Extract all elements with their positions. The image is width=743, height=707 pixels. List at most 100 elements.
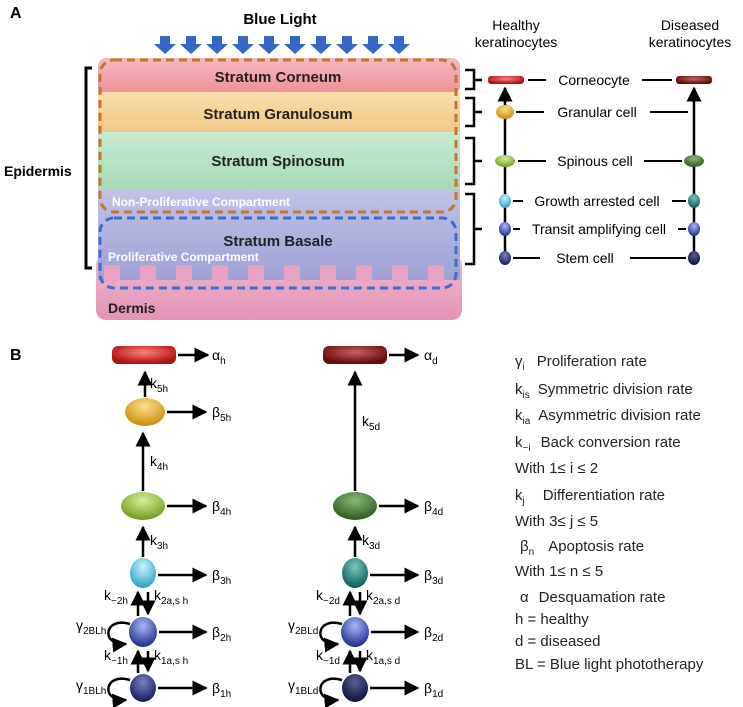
svg-text:k−2h: k−2h [104, 587, 128, 607]
growth-arrested-diseased-node [342, 558, 368, 588]
svg-text:k5h: k5h [150, 375, 168, 395]
healthy-header-line2: keratinocytes [475, 34, 557, 50]
stratum-corneum-label: Stratum Corneum [215, 69, 342, 86]
svg-text:k3h: k3h [150, 532, 168, 552]
svg-text:β1h: β1h [212, 680, 231, 700]
diseased-header-line2: keratinocytes [649, 34, 731, 50]
transit-amplifying-diseased-node [341, 617, 369, 647]
spinous-cell-label: Spinous cell [557, 153, 633, 169]
non-proliferative-label: Non-Proliferative Compartment [112, 195, 290, 209]
dermis-label: Dermis [108, 300, 156, 316]
stem-healthy-cell [499, 251, 511, 265]
layer-brackets [465, 68, 482, 266]
diseased-chain [323, 346, 387, 702]
corneocyte-healthy-cell [488, 76, 524, 84]
svg-text:k1a,s d: k1a,s d [366, 647, 400, 667]
light-arrow-icon [336, 36, 358, 54]
stratum-corneum-layer [98, 58, 460, 94]
svg-text:k3d: k3d [362, 532, 380, 552]
svg-text:k−1h: k−1h [104, 647, 128, 667]
growth-arrested-diseased-cell [688, 194, 700, 208]
svg-text:β4h: β4h [212, 498, 231, 518]
granular-healthy-node [125, 398, 165, 426]
legend-i-range: With 1≤ i ≤ 2 [515, 460, 598, 477]
svg-text:γ2BLd: γ2BLd [288, 617, 318, 637]
diseased-header-line1: Diseased [661, 17, 719, 33]
svg-text:β2d: β2d [424, 624, 443, 644]
legend-blue-light: BL = Blue light phototherapy [515, 656, 704, 673]
svg-text:k2a,s d: k2a,s d [366, 587, 400, 607]
proliferative-compartment-outline [98, 216, 458, 290]
growth-arrested-healthy-cell [499, 194, 511, 208]
svg-text:β1d: β1d [424, 680, 443, 700]
spinous-healthy-cell [495, 155, 515, 167]
svg-text:k4h: k4h [150, 453, 168, 473]
transit-amplifying-healthy-node [129, 617, 157, 647]
stem-cell-label: Stem cell [556, 250, 614, 266]
stratum-basale-label: Stratum Basale [223, 233, 332, 250]
cell-connector-lines [513, 79, 688, 259]
stratum-spinosum-layer [98, 132, 460, 192]
spinous-diseased-node [333, 492, 377, 520]
blue-light-arrows [154, 36, 410, 54]
transit-amplifying-cell-label: Transit amplifying cell [532, 221, 666, 237]
corneocyte-diseased-cell [676, 76, 712, 84]
diseased-rate-labels: αd k5d β4d k3d β3d k−2d k2a,s d γ2BLd β2… [288, 347, 443, 700]
legend-diseased: d = diseased [515, 633, 600, 650]
healthy-rate-labels: αh k5h β5h k4h β4h k3h β3h k−2h k2a,s h … [76, 347, 231, 700]
svg-text:k−1d: k−1d [316, 647, 340, 667]
epidermis-bracket [84, 66, 92, 270]
growth-arrested-healthy-node [130, 558, 156, 588]
spinous-healthy-node [121, 492, 165, 520]
proliferative-label: Proliferative Compartment [108, 250, 259, 264]
granular-healthy-cell [496, 105, 514, 119]
light-arrow-icon [206, 36, 228, 54]
light-arrow-icon [232, 36, 254, 54]
svg-text:k2a,s h: k2a,s h [154, 587, 188, 607]
svg-text:β4d: β4d [424, 498, 443, 518]
svg-text:β2h: β2h [212, 624, 231, 644]
corneocyte-label: Corneocyte [558, 72, 630, 88]
diseased-arrows [319, 347, 420, 707]
svg-text:γ1BLd: γ1BLd [288, 677, 318, 697]
healthy-arrows [107, 347, 210, 707]
svg-text:k−2d: k−2d [316, 587, 340, 607]
growth-arrested-cell-label: Growth arrested cell [534, 193, 659, 209]
stem-diseased-cell [688, 251, 700, 265]
legend-j-range: With 3≤ j ≤ 5 [515, 513, 598, 530]
epidermis-label: Epidermis [4, 163, 72, 179]
stratum-granulosum-layer [98, 92, 460, 134]
svg-text:β3h: β3h [212, 567, 231, 587]
svg-text:γ2BLh: γ2BLh [76, 617, 106, 637]
light-arrow-icon [258, 36, 280, 54]
light-arrow-icon [388, 36, 410, 54]
spinous-diseased-cell [684, 155, 704, 167]
svg-text:k1a,s h: k1a,s h [154, 647, 188, 667]
granular-cell-label: Granular cell [557, 104, 636, 120]
svg-text:β3d: β3d [424, 567, 443, 587]
light-arrow-icon [154, 36, 176, 54]
light-arrow-icon [284, 36, 306, 54]
panel-a-label: A [10, 5, 22, 22]
svg-text:γ1BLh: γ1BLh [76, 677, 106, 697]
corneocyte-healthy-node [112, 346, 176, 364]
basement-ridges [104, 265, 444, 281]
stem-healthy-node [130, 674, 156, 702]
healthy-chain [112, 346, 176, 702]
transit-amplifying-healthy-cell [499, 222, 511, 236]
light-arrow-icon [180, 36, 202, 54]
legend-n-range: With 1≤ n ≤ 5 [515, 563, 603, 580]
light-arrow-icon [310, 36, 332, 54]
light-arrow-icon [362, 36, 384, 54]
legend-healthy: h = healthy [515, 611, 589, 628]
transit-amplifying-diseased-cell [688, 222, 700, 236]
corneocyte-diseased-node [323, 346, 387, 364]
svg-text:αh: αh [212, 347, 226, 367]
stratum-spinosum-label: Stratum Spinosum [211, 153, 344, 170]
